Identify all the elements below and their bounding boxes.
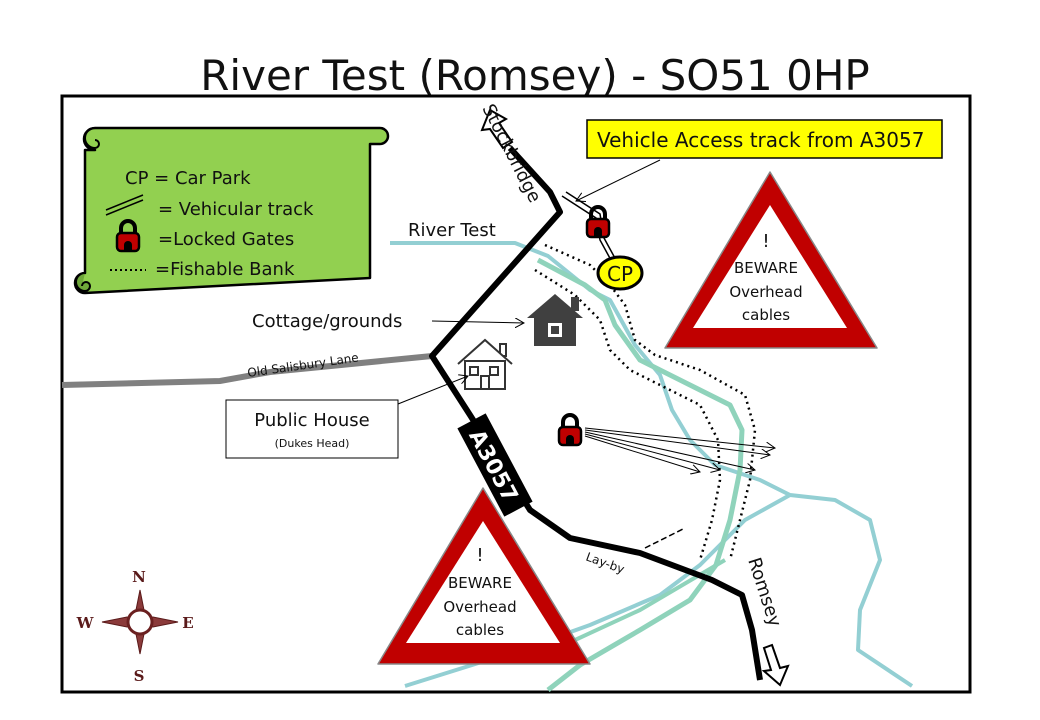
river-test-label: River Test [408,220,496,241]
compass-w: W [76,614,95,632]
warning-line2: Overhead [443,598,516,616]
warning-line3: cables [456,621,504,639]
compass-n: N [132,568,146,586]
page-title: River Test (Romsey) - SO51 0HP [200,51,869,100]
warning-sign-bottom: ! BEWARE Overhead cables [377,487,591,665]
vehicle-access-callout [586,119,943,159]
legend-scroll: CP = Car Park = Vehicular track =Locked … [73,126,390,295]
cottage-arrow [431,321,524,323]
warning-line1: BEWARE [734,259,798,277]
public-house-label: Public House [254,410,369,431]
river-channel-green [536,257,745,692]
vehicle-access-label: Vehicle Access track from A3057 [597,128,924,152]
lay-by-track [644,527,686,549]
public-house-sublabel: (Dukes Head) [275,437,350,450]
warning-sign-top: ! BEWARE Overhead cables [664,171,878,349]
romsey-arrow-icon [761,643,790,687]
compass-s: S [134,667,145,685]
road-a3057 [429,145,763,681]
car-park-marker[interactable]: CP [596,255,644,291]
warning-line3: cables [742,306,790,324]
cottage-label: Cottage/grounds [252,311,402,332]
old-salisbury-lane [61,353,433,388]
compass-e: E [182,614,193,632]
compass-rose-icon: N S W E [76,568,194,685]
legend-fishable-bank: =Fishable Bank [155,259,295,280]
legend-vehicular-track: = Vehicular track [158,199,314,220]
warning-mark: ! [762,231,769,252]
gate-pointer-arrows [584,427,775,472]
car-park-label: CP [607,262,633,286]
public-house-arrow [397,376,468,405]
public-house-icon [457,338,513,390]
cottage-icon [527,294,583,346]
legend-car-park: CP = Car Park [125,168,251,189]
warning-line1: BEWARE [448,574,512,592]
warning-line2: Overhead [729,283,802,301]
vehicular-track-legend-icon [105,194,144,216]
callout-arrow [576,159,661,201]
stockbridge-arrow-icon [480,108,514,150]
warning-mark: ! [476,545,483,566]
legend-locked-gates: =Locked Gates [158,229,294,250]
public-house-box [225,399,399,459]
